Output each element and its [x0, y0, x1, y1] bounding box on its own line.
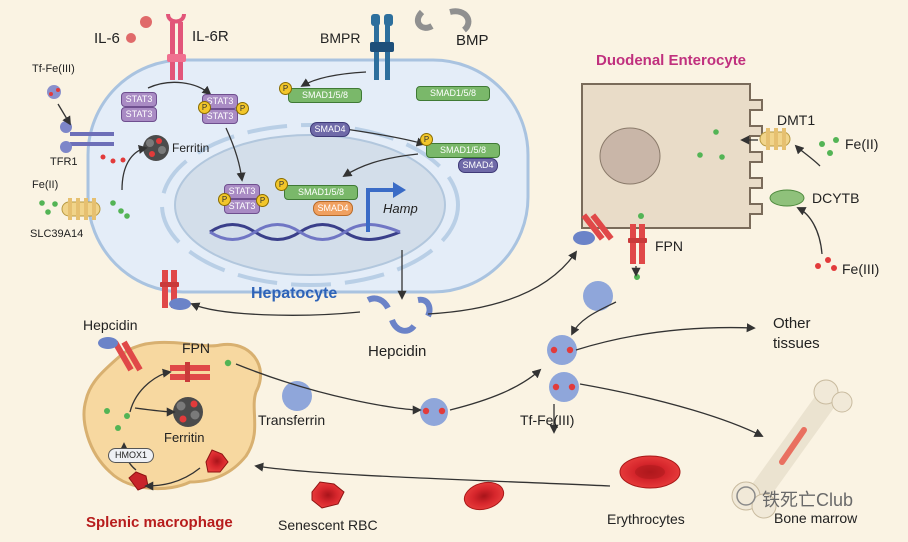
dmt1-transporter	[759, 128, 791, 150]
tfr1-label: TFR1	[50, 156, 78, 168]
hepatocyte-ferritin	[143, 135, 169, 161]
stat3-chip: STAT3	[121, 107, 157, 122]
dmt1-label: DMT1	[777, 112, 816, 128]
hepatocyte-ferritin-label: Ferritin	[172, 141, 210, 155]
il6r-receptor	[166, 13, 186, 80]
stat3-chip: STAT3	[224, 184, 260, 199]
enterocyte-fe3-label: Fe(III)	[842, 261, 880, 277]
hepatocyte-title: Hepatocyte	[251, 285, 338, 302]
slc39a14-label: SLC39A14	[30, 228, 84, 240]
hepatocyte-fe2-label: Fe(II)	[32, 179, 59, 191]
watermark-text: 铁死亡Club	[762, 490, 854, 510]
tf-fe3-label: Tf-Fe(III)	[32, 63, 75, 75]
degraded-fpn-macrophage	[98, 337, 143, 372]
senescent-rbc-label: Senescent RBC	[278, 517, 378, 533]
enterocyte-cell	[581, 83, 763, 229]
il6r-label: IL-6R	[192, 28, 229, 45]
smad158-chip: SMAD1/5/8	[426, 143, 500, 158]
slc39a14-transporter	[61, 198, 101, 220]
enterocyte-fe2-label: Fe(II)	[845, 136, 879, 152]
macrophage-cell	[82, 340, 263, 491]
transferrin-label: Transferrin	[258, 412, 326, 428]
bmpr-receptor	[370, 14, 394, 80]
hepatocyte-fpn	[160, 270, 179, 308]
stat3-chip: STAT3	[202, 109, 238, 124]
phosphate-marker: P	[218, 193, 231, 206]
hamp-label: Hamp	[383, 201, 418, 216]
macrophage-fpn	[170, 362, 210, 382]
phosphate-marker: P	[279, 82, 292, 95]
smad4-nuclear-chip: SMAD4	[313, 201, 353, 216]
macrophage-fpn-label: FPN	[182, 340, 210, 356]
il6-label: IL-6	[94, 30, 120, 47]
phosphate-marker: P	[275, 178, 288, 191]
bone-marrow-bone	[731, 379, 853, 519]
phosphate-marker: P	[198, 101, 211, 114]
smad158-chip: SMAD1/5/8	[288, 88, 362, 103]
dcytb-enzyme	[769, 189, 805, 207]
erythrocytes-label: Erythrocytes	[607, 511, 685, 527]
phosphate-marker: P	[236, 102, 249, 115]
circulating-tf-fe3-label: Tf-Fe(III)	[520, 412, 575, 428]
enterocyte-title: Duodenal Enterocyte	[596, 52, 747, 69]
other-tissues-label: Other tissues	[773, 315, 820, 352]
watermark-logo	[736, 486, 756, 506]
bmp-label: BMP	[456, 32, 489, 49]
hepcidin-left-label: Hepcidin	[83, 317, 138, 333]
smad158-chip: SMAD1/5/8	[284, 185, 358, 200]
bmpr-label: BMPR	[320, 30, 361, 46]
bone-marrow-label: Bone marrow	[774, 510, 858, 526]
smad4-chip: SMAD4	[458, 158, 498, 173]
enterocyte-fpn	[628, 224, 647, 264]
hepcidin-bottom-label: Hepcidin	[368, 343, 427, 360]
dna-helix	[209, 223, 401, 241]
hmox1-chip: HMOX1	[108, 448, 154, 463]
phosphate-marker: P	[256, 194, 269, 207]
smad4-chip: SMAD4	[310, 122, 350, 137]
stat3-chip: STAT3	[202, 94, 238, 109]
smad158-chip: SMAD1/5/8	[416, 86, 490, 101]
degraded-fpn-enterocyte	[573, 213, 614, 245]
stat3-chip: STAT3	[121, 92, 157, 107]
dcytb-label: DCYTB	[812, 190, 860, 206]
macrophage-title: Splenic macrophage	[86, 514, 233, 531]
enterocyte-fpn-label: FPN	[655, 238, 683, 254]
macrophage-ferritin-label: Ferritin	[164, 430, 205, 445]
erythrocyte	[311, 455, 681, 511]
macrophage-ferritin	[173, 397, 203, 427]
phosphate-marker: P	[420, 133, 433, 146]
